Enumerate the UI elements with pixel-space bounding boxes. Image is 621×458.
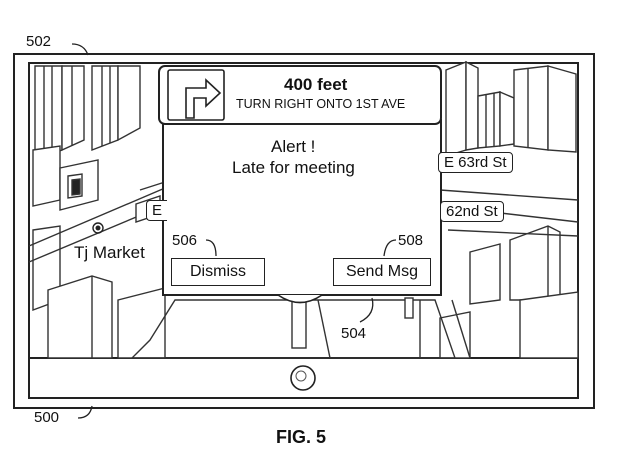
left-buildings xyxy=(32,65,166,359)
ref-numeral-screen: 502 xyxy=(26,33,52,50)
nav-instruction: TURN RIGHT ONTO 1ST AVE xyxy=(236,97,406,111)
send-message-button[interactable]: Send Msg xyxy=(333,258,431,286)
figure-caption: FIG. 5 xyxy=(276,427,327,447)
dialog-pointer xyxy=(277,294,323,304)
navigation-banner xyxy=(158,65,442,125)
street-sign-62nd: 62nd St xyxy=(440,201,504,222)
device-frame xyxy=(13,53,595,409)
street-sign-63rd: E 63rd St xyxy=(438,152,513,173)
center-road xyxy=(130,297,456,359)
ref-numeral-dismiss: 506 xyxy=(172,232,198,249)
alert-title: Alert ! xyxy=(271,137,316,156)
ref-numeral-device: 500 xyxy=(34,409,60,426)
ref-numeral-dialog: 504 xyxy=(341,325,367,342)
location-pin-icon xyxy=(92,222,104,234)
alert-message: Late for meeting xyxy=(232,158,355,177)
home-button-icon xyxy=(290,365,316,391)
callout-leaders xyxy=(71,43,397,419)
right-buildings xyxy=(439,60,579,359)
nav-distance: 400 feet xyxy=(284,75,348,94)
dismiss-button[interactable]: Dismiss xyxy=(171,258,265,286)
street-sign-partial: E xyxy=(146,200,168,221)
turn-right-arrow-icon xyxy=(167,69,225,121)
poi-label: Tj Market xyxy=(74,243,145,262)
ref-numeral-send: 508 xyxy=(398,232,424,249)
